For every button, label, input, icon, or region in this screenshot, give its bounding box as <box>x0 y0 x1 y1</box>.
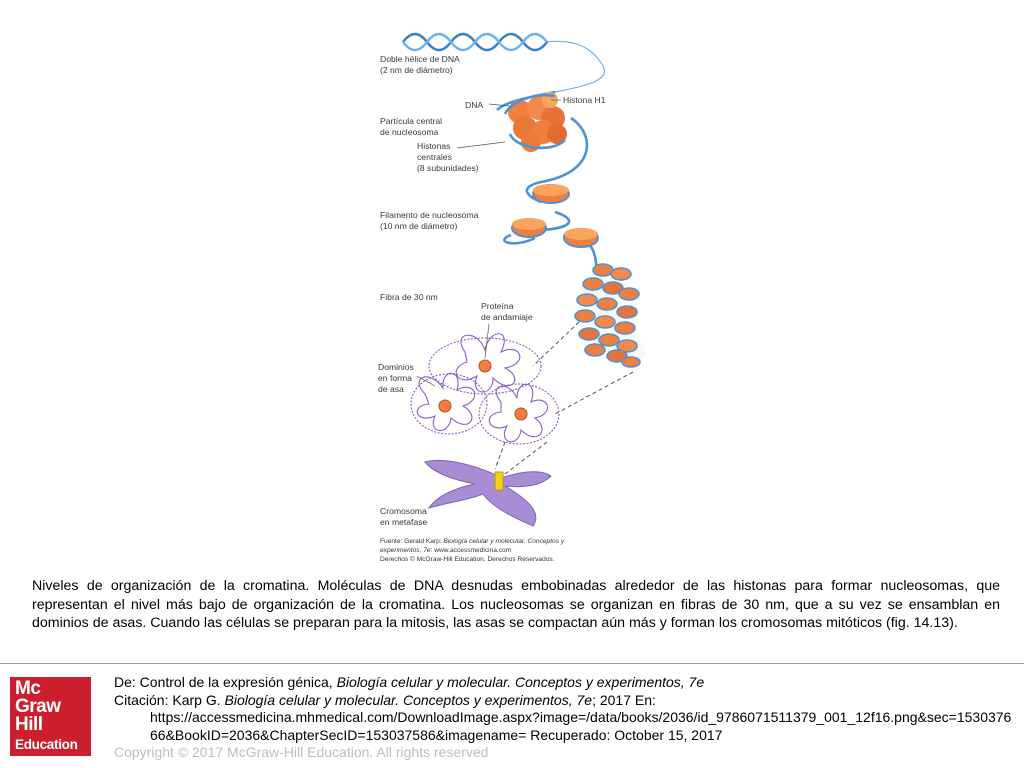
leader-lines <box>416 99 561 387</box>
citation-line: Citación: Karp G. Biología celular y mol… <box>114 691 656 708</box>
chromatin-figure: Doble hélice de DNA (2 nm de diámetro) D… <box>365 22 645 567</box>
figure-caption: Niveles de organización de la cromatina.… <box>32 578 1000 631</box>
label-core-particle: Partícula central <box>380 116 442 126</box>
mcgraw-hill-logo: Mc Graw Hill Education <box>10 677 91 756</box>
metaphase-chromosome <box>424 459 552 527</box>
citation-block: De: Control de la expresión génica, Biol… <box>114 674 1019 762</box>
label-chromosome: Cromosoma <box>380 506 427 516</box>
fiber-30nm <box>574 263 645 368</box>
label-chromosome-2: en metafase <box>380 517 428 527</box>
label-double-helix-diameter: (2 nm de diámetro) <box>380 65 453 75</box>
label-core-histones-2: centrales <box>417 152 452 162</box>
label-loop-domains: Dominios <box>378 362 414 372</box>
label-fiber-30nm: Fibra de 30 nm <box>380 292 438 302</box>
figure-source-line-3: Derechos © McGraw-Hill Education. Derech… <box>380 555 555 563</box>
label-dna: DNA <box>465 100 483 110</box>
from-line: De: Control de la expresión génica, Biol… <box>114 674 705 690</box>
loop-domains <box>410 333 560 445</box>
figure-source-line-2: experimentos, 7e: www.accessmedicina.com <box>380 547 512 554</box>
label-core-histones-3: (8 subunidades) <box>417 163 479 173</box>
label-histone-h1: Histona H1 <box>563 95 606 105</box>
label-filament-diameter: (10 nm de diámetro) <box>380 221 458 231</box>
label-loop-domains-2: en forma <box>378 373 412 383</box>
figure-source-line-1: Fuente: Gerald Karp: Biología celular y … <box>380 538 565 545</box>
nucleosome-filament <box>511 184 599 248</box>
dna-double-helix <box>402 32 606 93</box>
label-scaffold: Proteína <box>481 301 514 311</box>
zoom-lines <box>494 321 634 475</box>
label-scaffold-2: de andamiaje <box>481 312 533 322</box>
label-loop-domains-3: de asa <box>378 384 404 394</box>
nucleosome-core-particle <box>503 92 567 152</box>
label-filament: Filamento de nucleosoma <box>380 210 479 220</box>
citation-url: https://accessmedicina.mhmedical.com/Dow… <box>150 709 1012 743</box>
label-core-particle-2: de nucleosoma <box>380 127 439 137</box>
label-double-helix: Doble hélice de DNA <box>380 54 460 64</box>
label-core-histones: Histonas <box>417 141 450 151</box>
footer-divider <box>0 663 1024 664</box>
copyright-notice: Copyright © 2017 McGraw-Hill Education. … <box>114 744 489 761</box>
